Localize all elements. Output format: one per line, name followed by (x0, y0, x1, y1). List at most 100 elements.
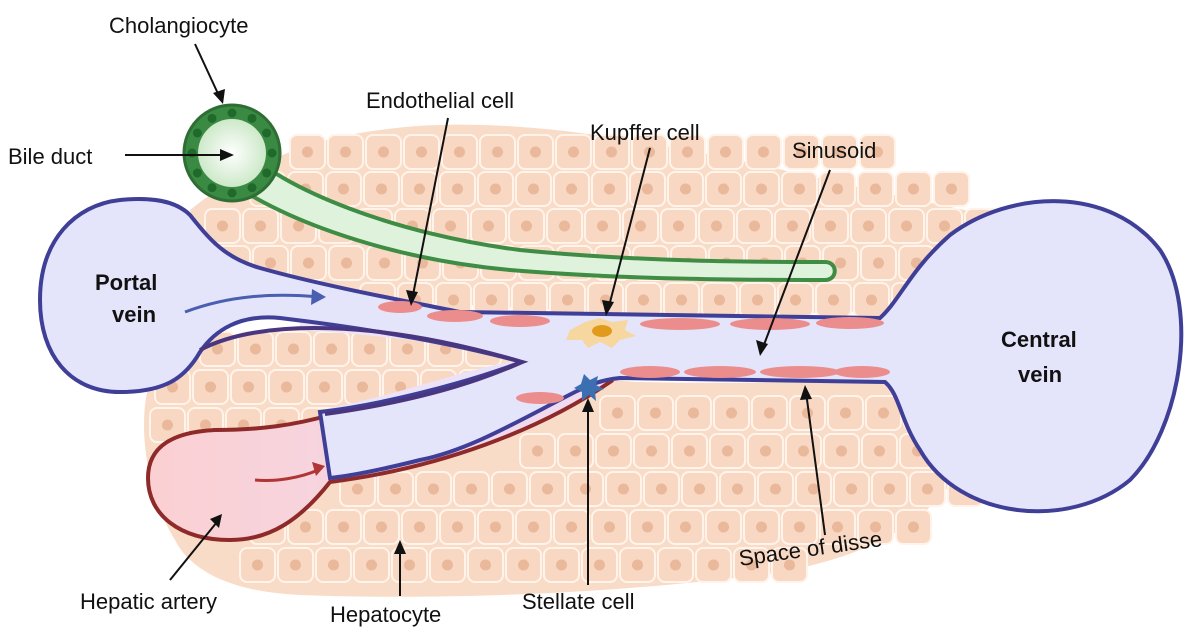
hepatocyte-nucleus (901, 221, 912, 232)
cholangiocyte-nucleus (193, 169, 202, 178)
cholangiocyte-nucleus (262, 129, 271, 138)
label-central-vein-line2: vein (1018, 362, 1062, 387)
hepatocyte-nucleus (908, 522, 919, 533)
hepatocyte-nucleus (559, 221, 570, 232)
hepatocyte-nucleus (442, 560, 453, 571)
hepatocyte-nucleus (790, 295, 801, 306)
hepatocyte-nucleus (825, 221, 836, 232)
hepatocyte-nucleus (486, 295, 497, 306)
hepatocyte-nucleus (642, 522, 653, 533)
hepatocyte-nucleus (718, 522, 729, 533)
hepatocyte-nucleus (604, 184, 615, 195)
hepatocyte-nucleus (870, 184, 881, 195)
endothelial-cell (684, 366, 756, 378)
hepatocyte-nucleus (402, 344, 413, 355)
label-endothelial-cell: Endothelial cell (366, 88, 514, 113)
bile-duct-lumen (198, 119, 266, 187)
hepatocyte-nucleus (518, 560, 529, 571)
label-central-vein-line1: Central (1001, 327, 1077, 352)
label-kupffer-cell: Kupffer cell (590, 120, 700, 145)
hepatocyte-nucleus (832, 184, 843, 195)
hepatocyte-nucleus (726, 408, 737, 419)
cholangiocyte-nucleus (228, 189, 237, 198)
endothelial-cell (516, 392, 564, 404)
label-hepatocyte: Hepatocyte (330, 602, 441, 627)
hepatocyte-nucleus (265, 258, 276, 269)
hepatocyte-nucleus (532, 446, 543, 457)
label-bile-duct: Bile duct (8, 144, 92, 169)
hepatocyte-nucleus (243, 382, 254, 393)
hepatocyte-nucleus (217, 221, 228, 232)
hepatocyte-nucleus (908, 184, 919, 195)
hepatocyte-nucleus (836, 446, 847, 457)
hepatocyte-nucleus (760, 446, 771, 457)
hepatocyte-nucleus (828, 295, 839, 306)
hepatocyte-nucleus (874, 446, 885, 457)
hepatocyte-nucleus (376, 184, 387, 195)
endothelial-cell (834, 366, 890, 378)
hepatocyte-nucleus (878, 408, 889, 419)
cholangiocyte-nucleus (248, 183, 257, 192)
hepatocyte-nucleus (568, 147, 579, 158)
hepatocyte-nucleus (562, 295, 573, 306)
hepatocyte-nucleus (366, 560, 377, 571)
hepatocyte-nucleus (414, 184, 425, 195)
hepatocyte-nucleus (846, 484, 857, 495)
hepatocyte-nucleus (252, 560, 263, 571)
hepatocyte-nucleus (452, 522, 463, 533)
hepatocyte-nucleus (378, 147, 389, 158)
hepatocyte-nucleus (714, 295, 725, 306)
hepatocyte-nucleus (597, 221, 608, 232)
cholangiocyte-nucleus (208, 183, 217, 192)
endothelial-cell (760, 366, 840, 378)
hepatocyte-nucleus (635, 221, 646, 232)
hepatocyte-nucleus (556, 560, 567, 571)
hepatocyte-nucleus (255, 221, 266, 232)
hepatocyte-nucleus (338, 522, 349, 533)
label-cholangiocyte: Cholangiocyte (109, 13, 248, 38)
hepatocyte-nucleus (732, 484, 743, 495)
hepatocyte-nucleus (680, 184, 691, 195)
hepatocyte-nucleus (594, 560, 605, 571)
hepatocyte-nucleus (414, 522, 425, 533)
cholangiocyte-nucleus (208, 114, 217, 123)
hepatocyte-nucleus (504, 484, 515, 495)
label-portal-vein-line2: vein (112, 302, 156, 327)
hepatocyte-nucleus (720, 147, 731, 158)
hepatocyte-nucleus (608, 446, 619, 457)
leader-cholangiocyte (195, 44, 220, 98)
hepatocyte-nucleus (606, 147, 617, 158)
hepatocyte-nucleus (288, 344, 299, 355)
hepatocyte-nucleus (490, 184, 501, 195)
hepatocyte-nucleus (328, 560, 339, 571)
hepatocyte-nucleus (604, 522, 615, 533)
hepatocyte-nucleus (524, 295, 535, 306)
hepatocyte-nucleus (756, 522, 767, 533)
hepatocyte-nucleus (290, 560, 301, 571)
hepatocyte-nucleus (922, 484, 933, 495)
hepatocyte-nucleus (884, 484, 895, 495)
hepatocyte-nucleus (452, 184, 463, 195)
hepatocyte-nucleus (770, 484, 781, 495)
hepatocyte-nucleus (566, 184, 577, 195)
hepatocyte-nucleus (428, 484, 439, 495)
hepatocyte-nucleus (722, 446, 733, 457)
hepatocyte-nucleus (939, 221, 950, 232)
hepatocyte-nucleus (787, 221, 798, 232)
hepatocyte-nucleus (580, 484, 591, 495)
hepatocyte-nucleus (840, 408, 851, 419)
hepatocyte-nucleus (492, 147, 503, 158)
hepatocyte-nucleus (376, 522, 387, 533)
hepatocyte-nucleus (483, 221, 494, 232)
endothelial-cell (378, 301, 422, 313)
hepatocyte-nucleus (946, 184, 957, 195)
hepatocyte-nucleus (684, 446, 695, 457)
hepatocyte-nucleus (808, 484, 819, 495)
label-portal-vein-line1: Portal (95, 270, 157, 295)
cholangiocyte-nucleus (248, 114, 257, 123)
hepatocyte-nucleus (708, 560, 719, 571)
hepatocyte-nucleus (618, 484, 629, 495)
hepatocyte-nucleus (162, 420, 173, 431)
hepatocyte-nucleus (205, 382, 216, 393)
